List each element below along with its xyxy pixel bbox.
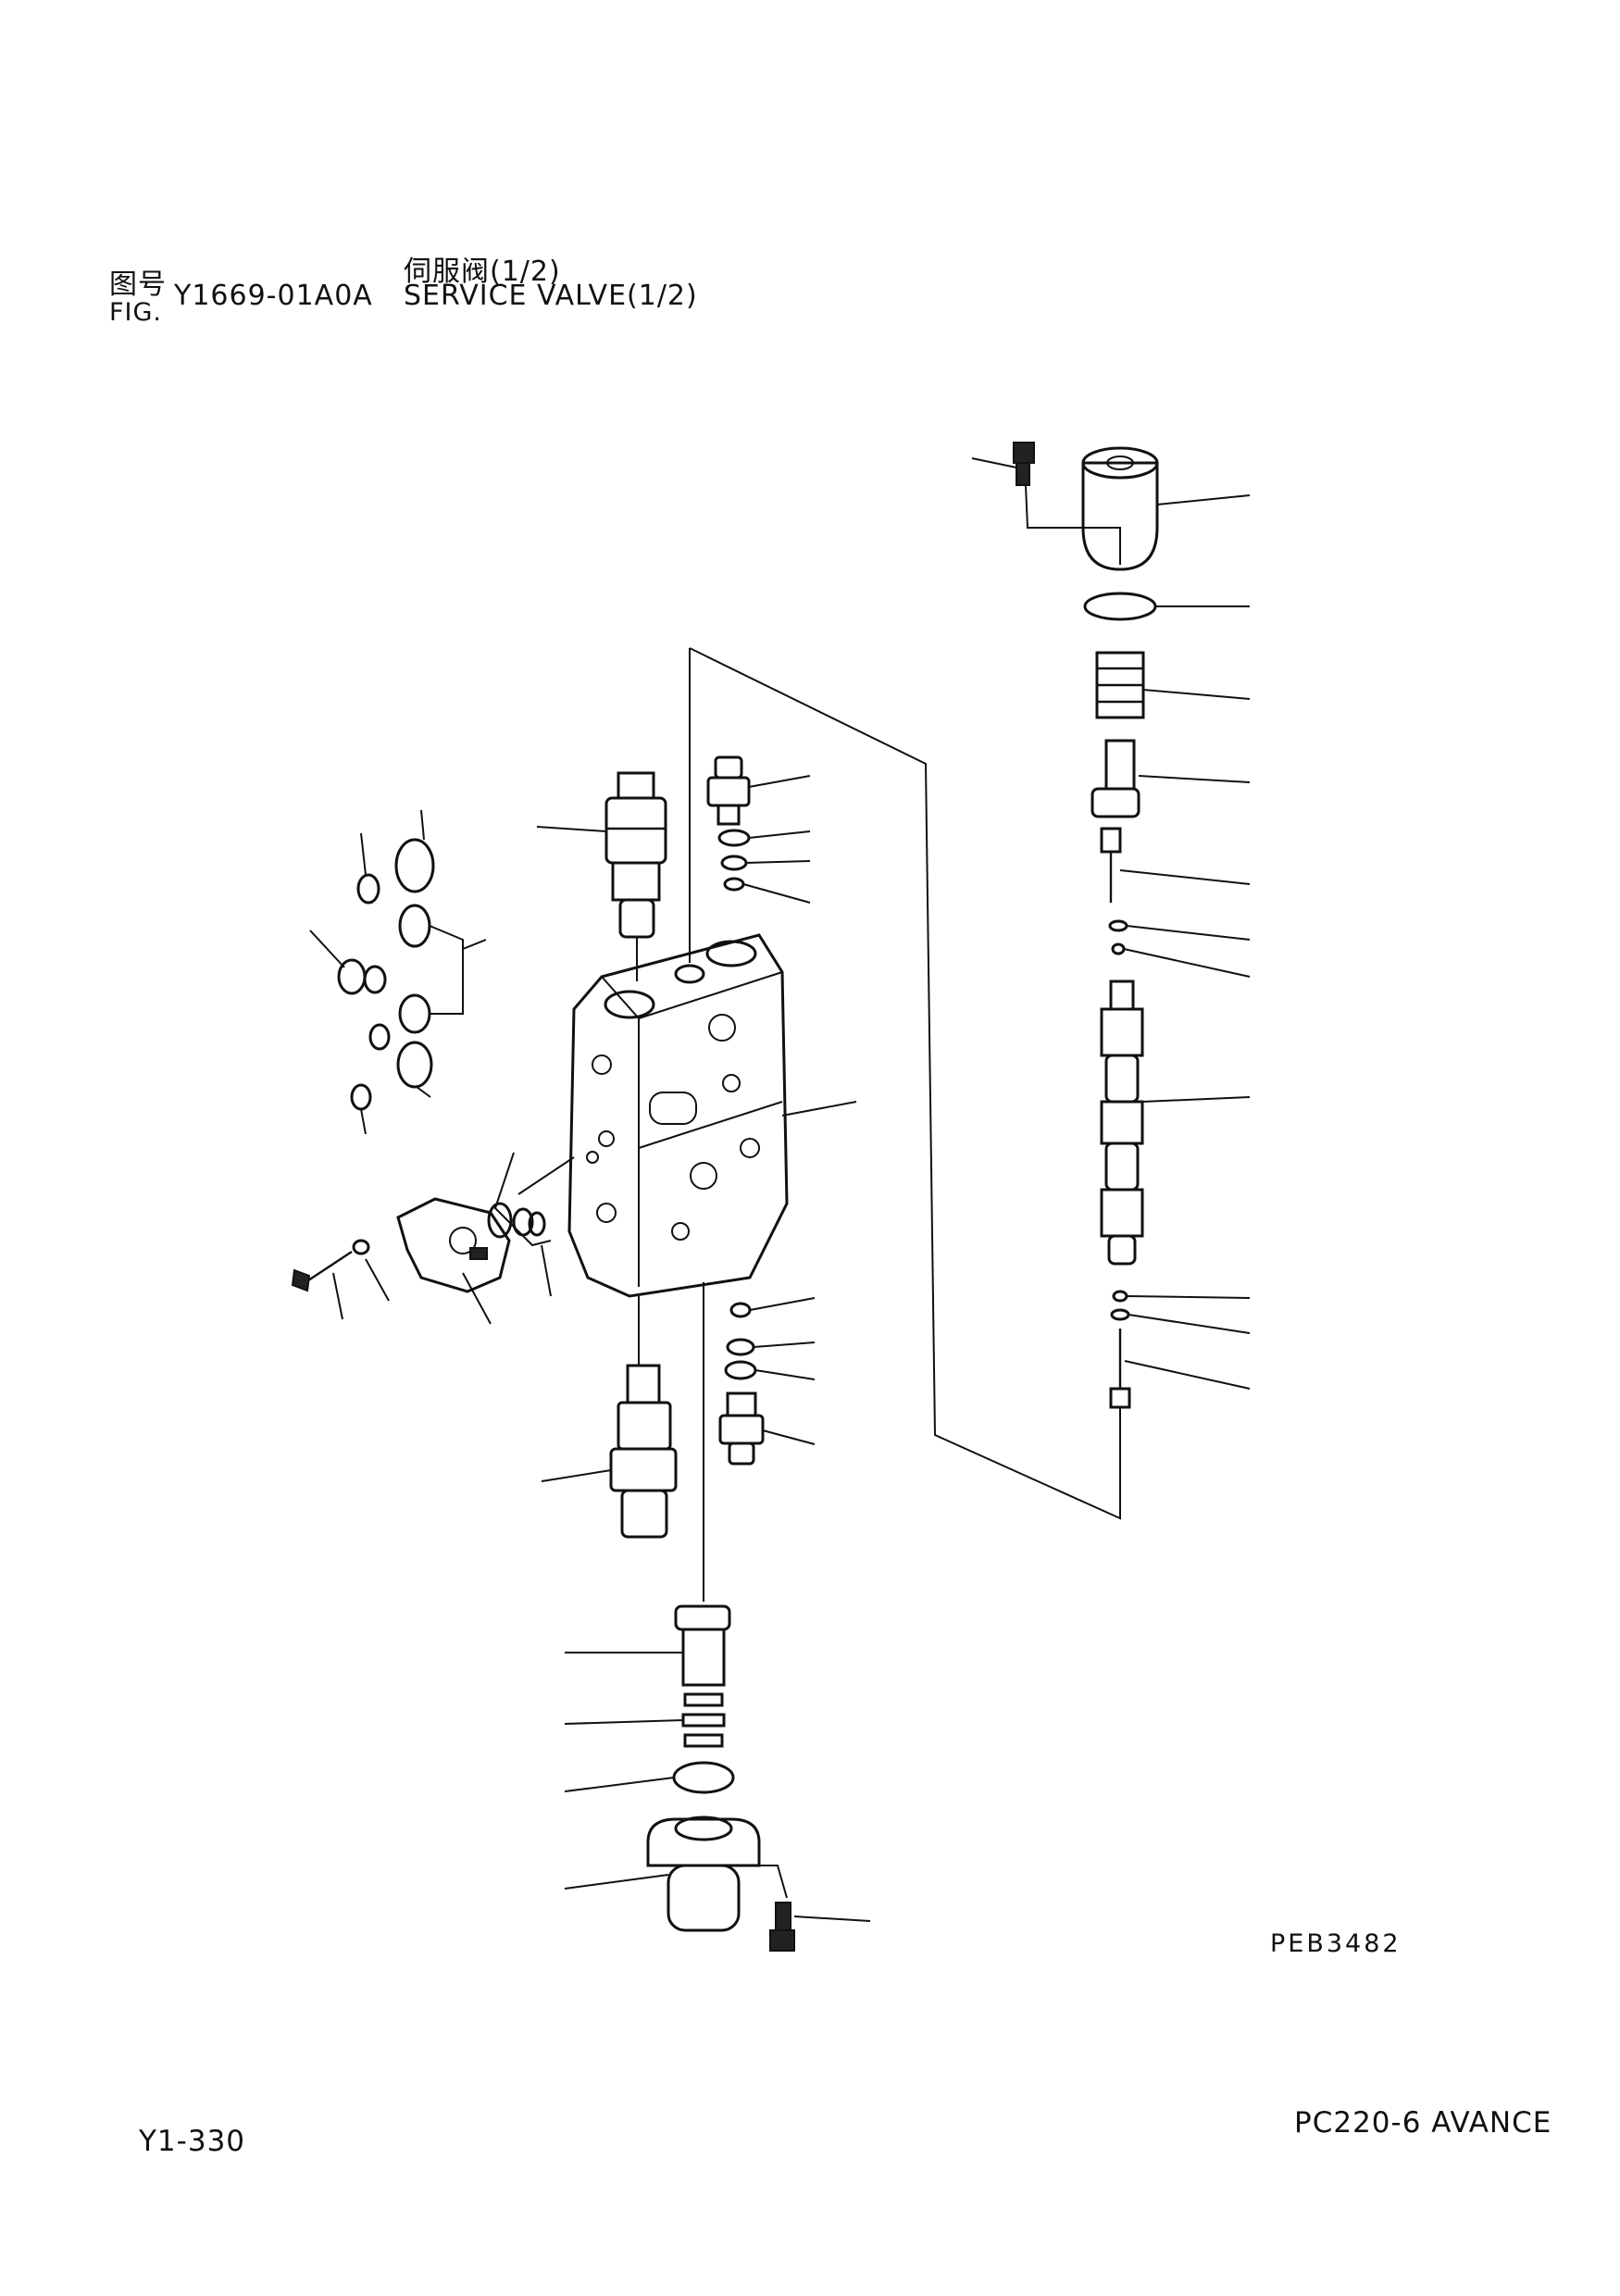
page-title: SERVICE VALVE(1/2) bbox=[404, 280, 698, 312]
page-title-cn: 伺服阀(1/2) bbox=[404, 256, 561, 288]
upper-plug bbox=[706, 755, 751, 892]
lower-cartridge bbox=[609, 1364, 678, 1539]
figure-label-en: FIG. bbox=[109, 298, 162, 327]
valve-body bbox=[567, 933, 789, 1298]
upper-cartridge bbox=[604, 771, 667, 939]
callout-leader-lines bbox=[309, 457, 1251, 1922]
model-name: PC220-6 AVANCE bbox=[1294, 2106, 1552, 2140]
o-ring-group-left bbox=[337, 838, 435, 1111]
figure-label-cn: 图号 bbox=[109, 268, 167, 301]
drawing-code: PEB3482 bbox=[1270, 1929, 1402, 1958]
assembly-lines bbox=[636, 647, 1121, 1520]
side-cover-block bbox=[291, 1197, 546, 1293]
page-number: Y1-330 bbox=[139, 2125, 246, 2158]
right-spool-stack bbox=[1013, 442, 1159, 1409]
bottom-spring-cap-assembly bbox=[646, 1282, 795, 1952]
lower-plug bbox=[718, 1302, 765, 1466]
figure-number: Y1669-01A0A bbox=[174, 280, 373, 312]
